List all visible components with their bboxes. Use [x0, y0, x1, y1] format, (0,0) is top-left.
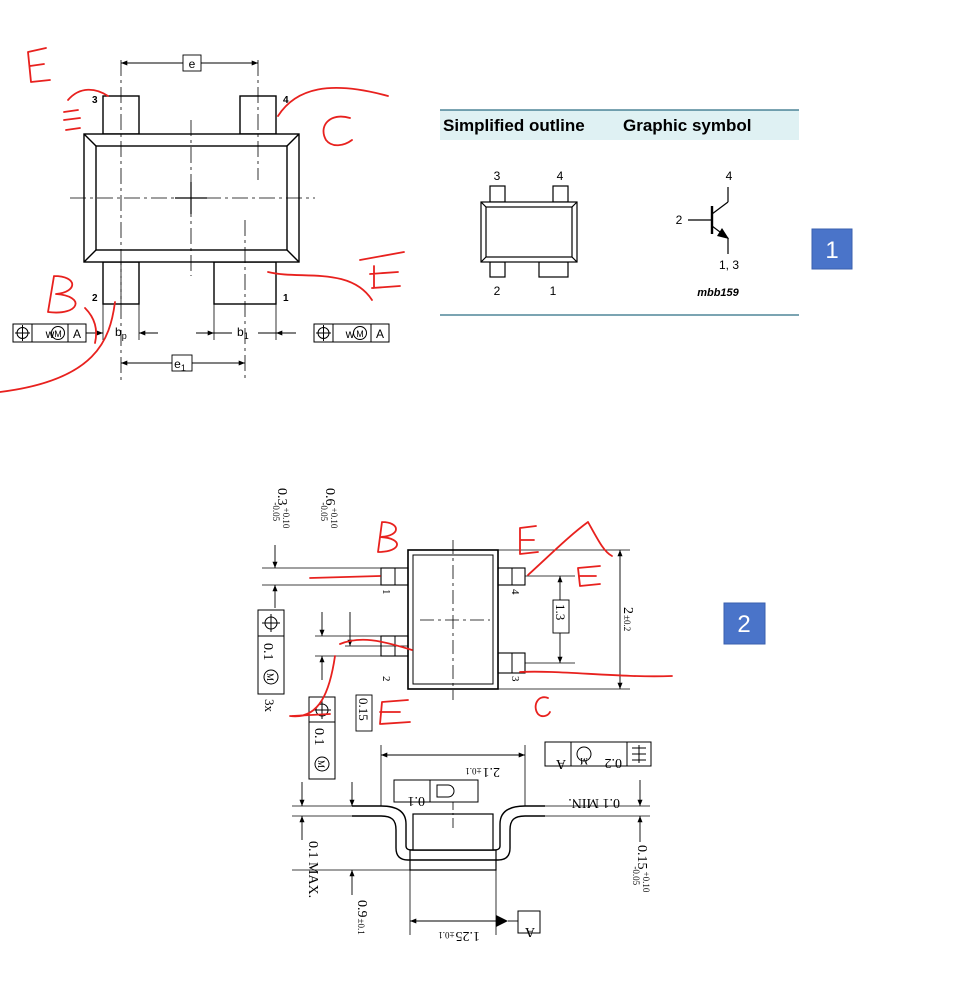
pin-2-label: 2: [92, 293, 98, 304]
svg-text:1, 3: 1, 3: [719, 258, 739, 272]
dim-0-15b-label: 0.15+0.10-0.05: [631, 845, 651, 893]
svg-text:M: M: [316, 760, 326, 768]
bottom-drawing-labels: 0.3+0.10-0.05 0.6+0.10-0.05 0.1 M 3x 0.1…: [260, 488, 651, 943]
badge-1: 1: [811, 228, 853, 270]
svg-text:0.1: 0.1: [311, 728, 326, 746]
svg-text:mbb159: mbb159: [697, 287, 739, 299]
top-package-drawing: [12, 54, 390, 380]
svg-text:w: w: [345, 327, 355, 341]
dim-bp-label: bp: [115, 325, 127, 341]
svg-text:1: 1: [380, 589, 392, 595]
svg-text:3: 3: [494, 169, 501, 183]
col-symbol-header: Graphic symbol: [623, 116, 751, 135]
svg-text:A: A: [376, 327, 384, 341]
svg-text:w: w: [45, 327, 55, 341]
badge-2: 2: [723, 602, 766, 645]
pin-4-label: 4: [283, 95, 289, 106]
svg-text:4: 4: [557, 169, 564, 183]
dim-2-label: 2±0.2: [620, 607, 635, 631]
dim-e-label: e: [189, 57, 196, 71]
dim-b1-label: b1: [237, 325, 249, 341]
svg-text:4: 4: [509, 589, 521, 595]
dim-0-15-label: 0.15: [356, 698, 371, 721]
dim-1-3-label: 1.3: [553, 604, 568, 620]
tol-3x-label: 3x: [262, 699, 277, 713]
transistor-symbol-icon: [688, 187, 729, 254]
handwritten-annotations: [0, 47, 673, 725]
svg-text:2: 2: [380, 676, 392, 682]
dim-0-9-label: 0.9±0.1: [354, 900, 369, 935]
svg-text:0.2: 0.2: [605, 755, 623, 770]
svg-text:0.1: 0.1: [408, 793, 426, 808]
dim-0-1-min-label: 0.1 MIN.: [568, 795, 620, 810]
dim-0-3-label: 0.3+0.10-0.05: [271, 488, 291, 529]
dim-0-1-max-label: 0.1 MAX.: [305, 841, 320, 898]
svg-text:4: 4: [726, 169, 733, 183]
svg-text:0.1: 0.1: [260, 643, 275, 661]
svg-text:2: 2: [494, 284, 501, 298]
dim-1-25-label: 1.25±0.1: [438, 928, 480, 943]
dim-2-1-label: 2.1±0.1: [465, 764, 500, 779]
pin-3-label: 3: [92, 95, 98, 106]
pin-1-label: 1: [283, 293, 289, 304]
svg-text:3: 3: [509, 676, 521, 682]
dim-0-6-label: 0.6+0.10-0.05: [319, 488, 339, 529]
svg-text:A: A: [73, 327, 81, 341]
pinout-table: Simplified outline Graphic symbol 3 4 2 …: [440, 109, 799, 316]
svg-text:M: M: [265, 673, 275, 681]
svg-text:M: M: [356, 329, 364, 339]
svg-text:M: M: [580, 756, 588, 766]
svg-text:1: 1: [550, 284, 557, 298]
svg-text:M: M: [54, 329, 62, 339]
simplified-outline: [480, 185, 578, 278]
svg-text:1: 1: [825, 237, 838, 264]
dim-e1-label: e1: [174, 357, 186, 373]
bottom-package-drawing: [257, 540, 652, 935]
top-drawing-labels: e e1 bp b1 3 4 2 1 w M A w M A: [45, 57, 384, 373]
datum-a-label: A: [524, 924, 535, 939]
table-header-bg: [440, 110, 799, 140]
svg-text:2: 2: [737, 611, 750, 638]
svg-text:2: 2: [676, 213, 683, 227]
col-outline-header: Simplified outline: [443, 116, 585, 135]
svg-text:A: A: [555, 756, 566, 771]
